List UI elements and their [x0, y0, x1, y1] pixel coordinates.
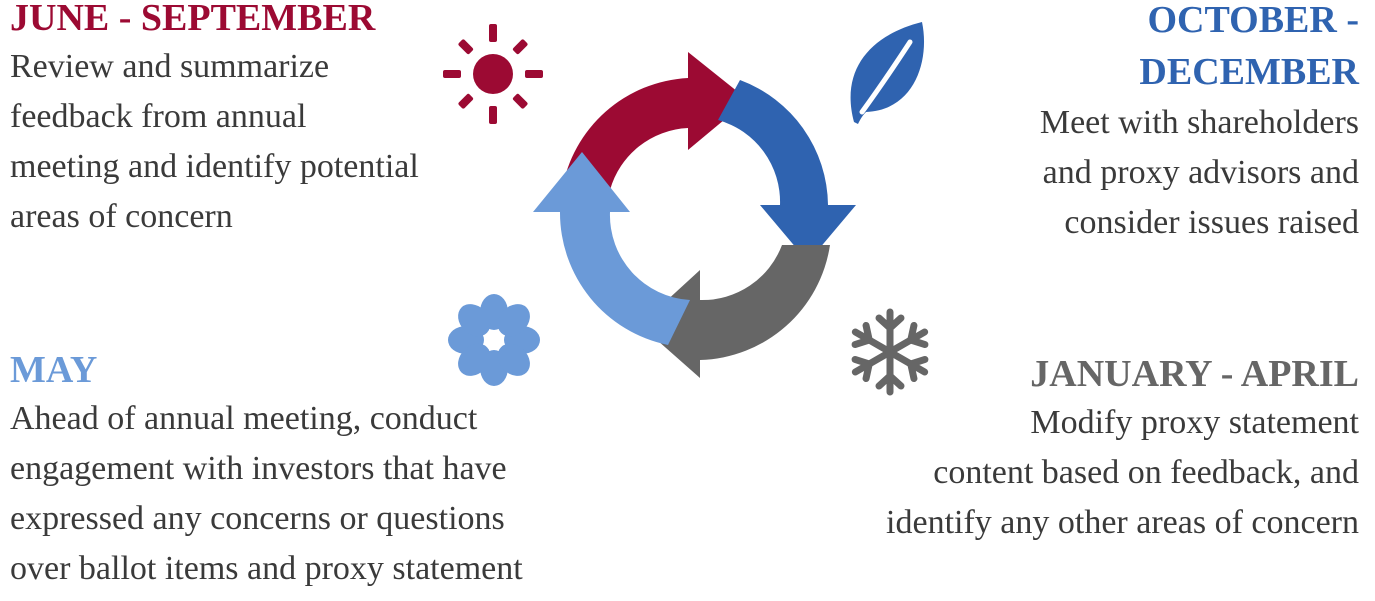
- january-april-heading: JANUARY - APRIL: [1030, 353, 1359, 395]
- january-april-section: JANUARY - APRIL Modify proxy statement c…: [886, 350, 1359, 548]
- october-december-heading: OCTOBER - DECEMBER: [1139, 0, 1359, 93]
- may-description: Ahead of annual meeting, conduct engagem…: [10, 400, 523, 587]
- leaf-icon: [850, 22, 925, 124]
- cycle-arrow-lightblue: [533, 152, 690, 345]
- cycle-arrow-red: [562, 52, 748, 190]
- october-december-description: Meet with shareholders and proxy advisor…: [1039, 104, 1359, 241]
- sun-icon: [443, 24, 543, 124]
- cycle-arrow-gray: [640, 245, 830, 378]
- june-september-description: Review and summarize feedback from annua…: [10, 48, 419, 235]
- cycle-arrows: [533, 52, 856, 378]
- may-section: MAY Ahead of annual meeting, conduct eng…: [10, 346, 523, 594]
- october-december-section: OCTOBER - DECEMBER Meet with shareholder…: [1040, 0, 1359, 248]
- june-september-heading: JUNE - SEPTEMBER: [10, 0, 376, 39]
- snowflake-icon: [851, 308, 929, 396]
- cycle-arrow-blue: [718, 80, 856, 262]
- june-september-section: JUNE - SEPTEMBER Review and summarize fe…: [10, 0, 419, 242]
- flower-icon: [448, 294, 540, 386]
- january-april-description: Modify proxy statement content based on …: [886, 404, 1359, 541]
- may-heading: MAY: [10, 349, 98, 391]
